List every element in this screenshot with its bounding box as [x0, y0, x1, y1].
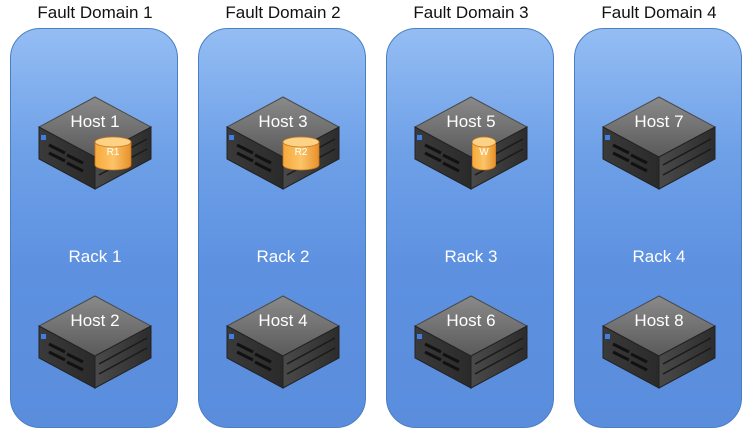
host-label: Host 4	[258, 311, 308, 330]
server-icon	[601, 294, 717, 390]
fault-domain-title: Fault Domain 3	[413, 3, 529, 22]
host: Host 5 W	[413, 95, 529, 191]
disk-component-badge: R2	[281, 135, 321, 171]
rack-label: Rack 3	[444, 247, 498, 266]
disk-component-badge: R1	[93, 135, 133, 171]
host: Host 1 R1	[37, 95, 153, 191]
disk-label: R2	[294, 147, 308, 158]
host: Host 3 R2	[225, 95, 341, 191]
server-icon	[601, 95, 717, 191]
rack-label: Rack 2	[256, 247, 310, 266]
rack-3: Rack 3 Host 5 W Host 6	[386, 28, 554, 428]
fault-domain-title: Fault Domain 2	[225, 3, 341, 22]
rack-label: Rack 1	[68, 247, 122, 266]
server-icon	[413, 294, 529, 390]
server-icon	[37, 294, 153, 390]
host-label: Host 1	[70, 112, 120, 131]
host-label: Host 3	[258, 112, 308, 131]
host-label: Host 5	[446, 112, 496, 131]
rack-4: Rack 4 Host 7 Host 8	[574, 28, 742, 428]
host: Host 4	[225, 294, 341, 390]
disk-component-badge: W	[471, 135, 497, 171]
host: Host 7	[601, 95, 717, 191]
host: Host 6	[413, 294, 529, 390]
host: Host 2	[37, 294, 153, 390]
host-label: Host 7	[634, 112, 684, 131]
disk-label: W	[479, 147, 489, 158]
fault-domain-title: Fault Domain 1	[37, 3, 153, 22]
server-icon	[225, 294, 341, 390]
disk-label: R1	[106, 147, 120, 158]
host-label: Host 6	[446, 311, 496, 330]
fault-domain-4: Fault Domain 4 Rack 4 Host 7 Host 8	[574, 0, 744, 440]
host-label: Host 8	[634, 311, 684, 330]
host: Host 8	[601, 294, 717, 390]
host-label: Host 2	[70, 311, 120, 330]
fault-domain-3: Fault Domain 3 Rack 3 Host 5 W Host 6	[386, 0, 556, 440]
fault-domain-title: Fault Domain 4	[601, 3, 717, 22]
rack-label: Rack 4	[632, 247, 686, 266]
